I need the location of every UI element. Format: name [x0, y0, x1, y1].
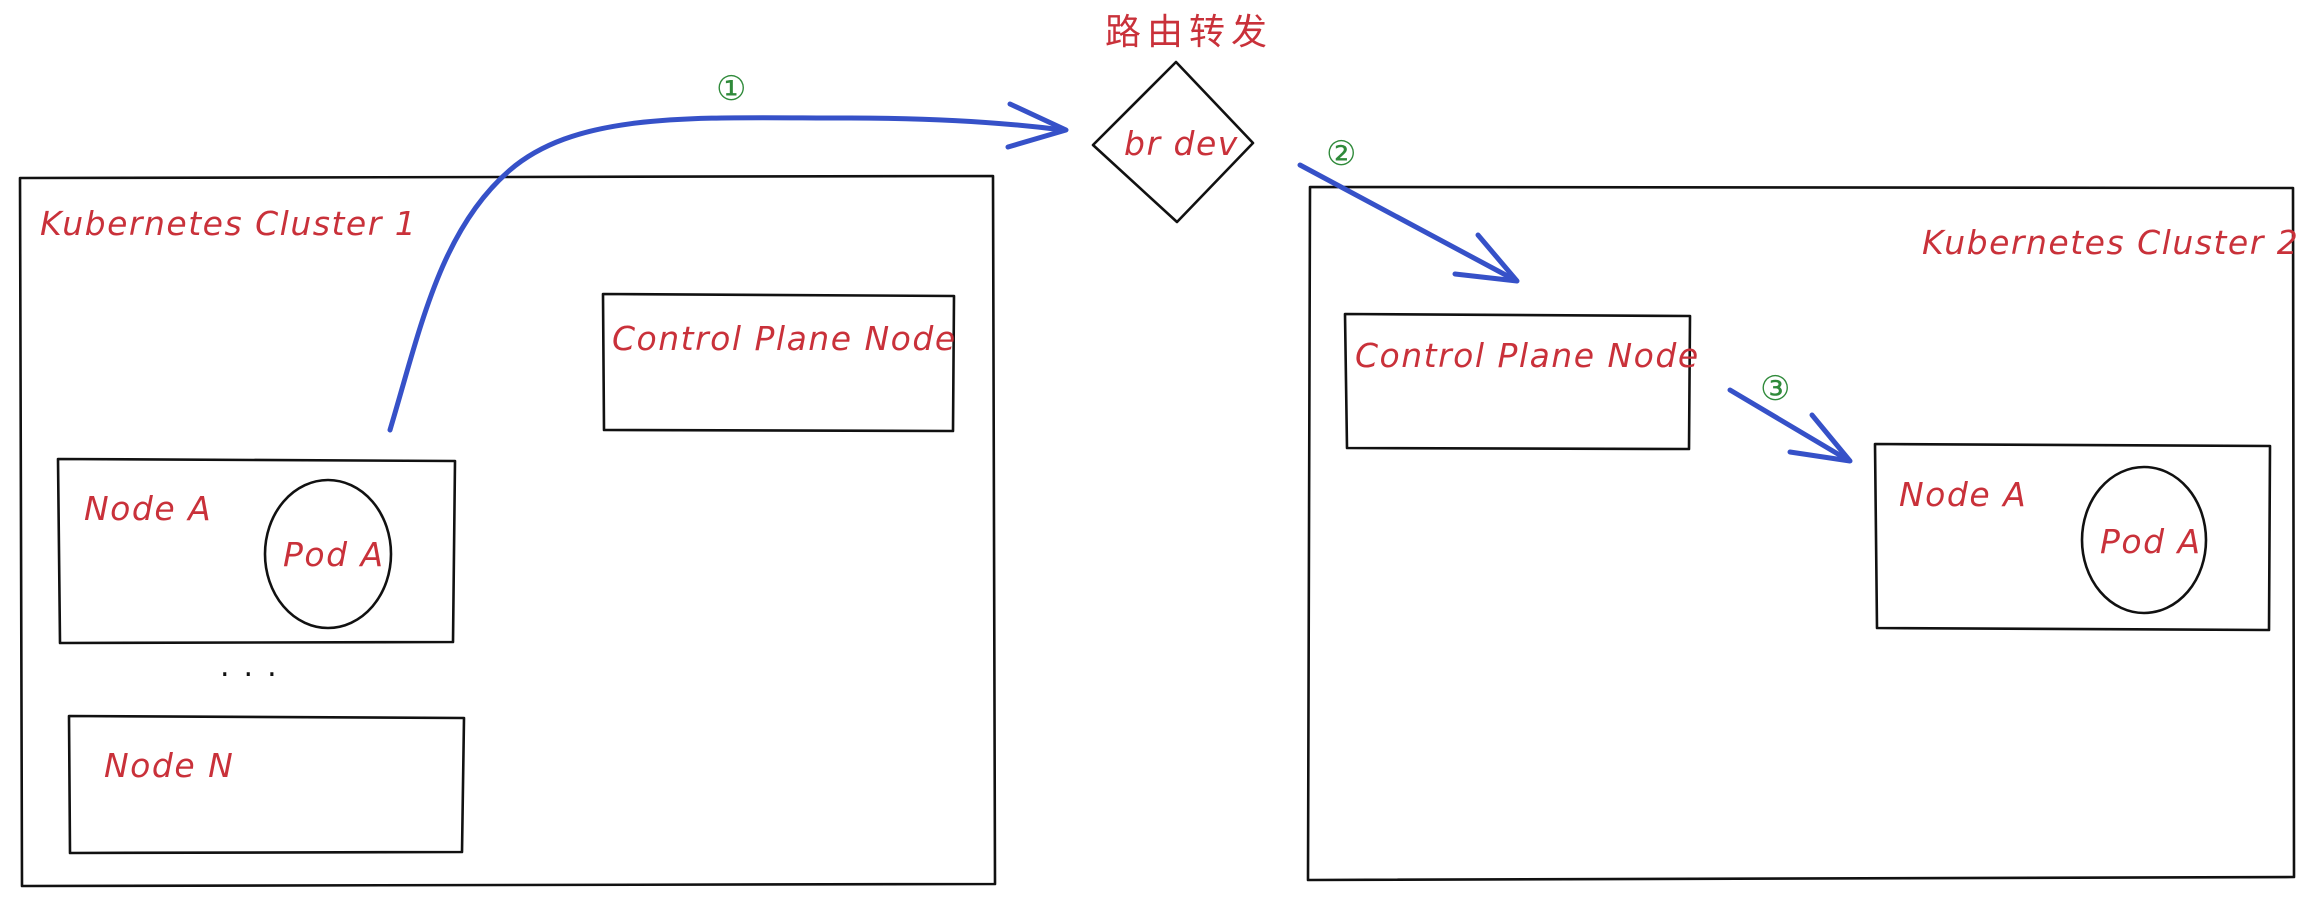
step-3-arrow-head — [1787, 412, 1853, 464]
step-2-arrow — [1297, 162, 1520, 284]
cluster-1-pod-a: Pod A — [263, 478, 393, 630]
step-1-arrow-head — [1005, 101, 1069, 150]
cluster-1-node-a-label: Node A — [84, 489, 212, 528]
cluster-1-node-n: Node N — [67, 714, 466, 855]
step-2-marker: ② — [1326, 134, 1356, 174]
cluster-1-pod-a-circle — [263, 478, 393, 630]
cluster-2-node-a-frame — [1873, 442, 2272, 632]
step-1-arrow — [387, 101, 1069, 433]
step-1-arrow-path — [387, 115, 1066, 433]
router-diamond — [1091, 60, 1255, 224]
cluster-1-node-n-frame — [67, 714, 466, 855]
step-1-marker: ① — [716, 69, 746, 109]
router-device-label: br dev — [1124, 124, 1239, 163]
step-3-arrow-path — [1727, 387, 1851, 463]
step-2-arrow-head — [1452, 232, 1520, 284]
cluster-2: Kubernetes Cluster 2 Control Plane Node … — [1306, 185, 2299, 882]
cluster-2-frame — [1306, 185, 2296, 882]
cluster-1-pod-a-label: Pod A — [283, 535, 385, 574]
cluster-1-control-plane-label: Control Plane Node — [612, 319, 957, 358]
cluster-2-node-a: Node A Pod A — [1873, 442, 2272, 632]
cluster-2-control-plane-frame — [1343, 312, 1692, 451]
router-title: 路由转发 — [1105, 12, 1273, 53]
cluster-2-control-plane-node: Control Plane Node — [1343, 312, 1700, 451]
cluster-1: Kubernetes Cluster 1 Control Plane Node … — [18, 174, 997, 888]
cluster-1-node-a: Node A Pod A — [56, 457, 457, 645]
step-2-arrow-path — [1297, 162, 1518, 283]
cluster-1-title: Kubernetes Cluster 1 — [40, 204, 417, 243]
cluster-2-pod-a: Pod A — [2080, 465, 2208, 615]
cluster-1-node-a-frame — [56, 457, 457, 645]
cluster-1-frame — [18, 174, 997, 888]
cluster-2-title: Kubernetes Cluster 2 — [1922, 223, 2299, 262]
cluster-1-control-plane-node: Control Plane Node — [601, 292, 957, 433]
cluster-1-control-plane-frame — [601, 292, 956, 433]
router: 路由转发 br dev — [1091, 12, 1273, 224]
cluster-1-node-n-label: Node N — [104, 746, 234, 785]
cluster-2-node-a-label: Node A — [1899, 475, 2027, 514]
step-3-arrow — [1727, 387, 1853, 464]
cluster-2-control-plane-label: Control Plane Node — [1355, 336, 1700, 375]
cluster-2-pod-a-circle — [2080, 465, 2208, 615]
cluster-2-pod-a-label: Pod A — [2100, 522, 2202, 561]
step-3-marker: ③ — [1760, 369, 1790, 409]
cluster-1-ellipsis: ... — [220, 649, 291, 684]
